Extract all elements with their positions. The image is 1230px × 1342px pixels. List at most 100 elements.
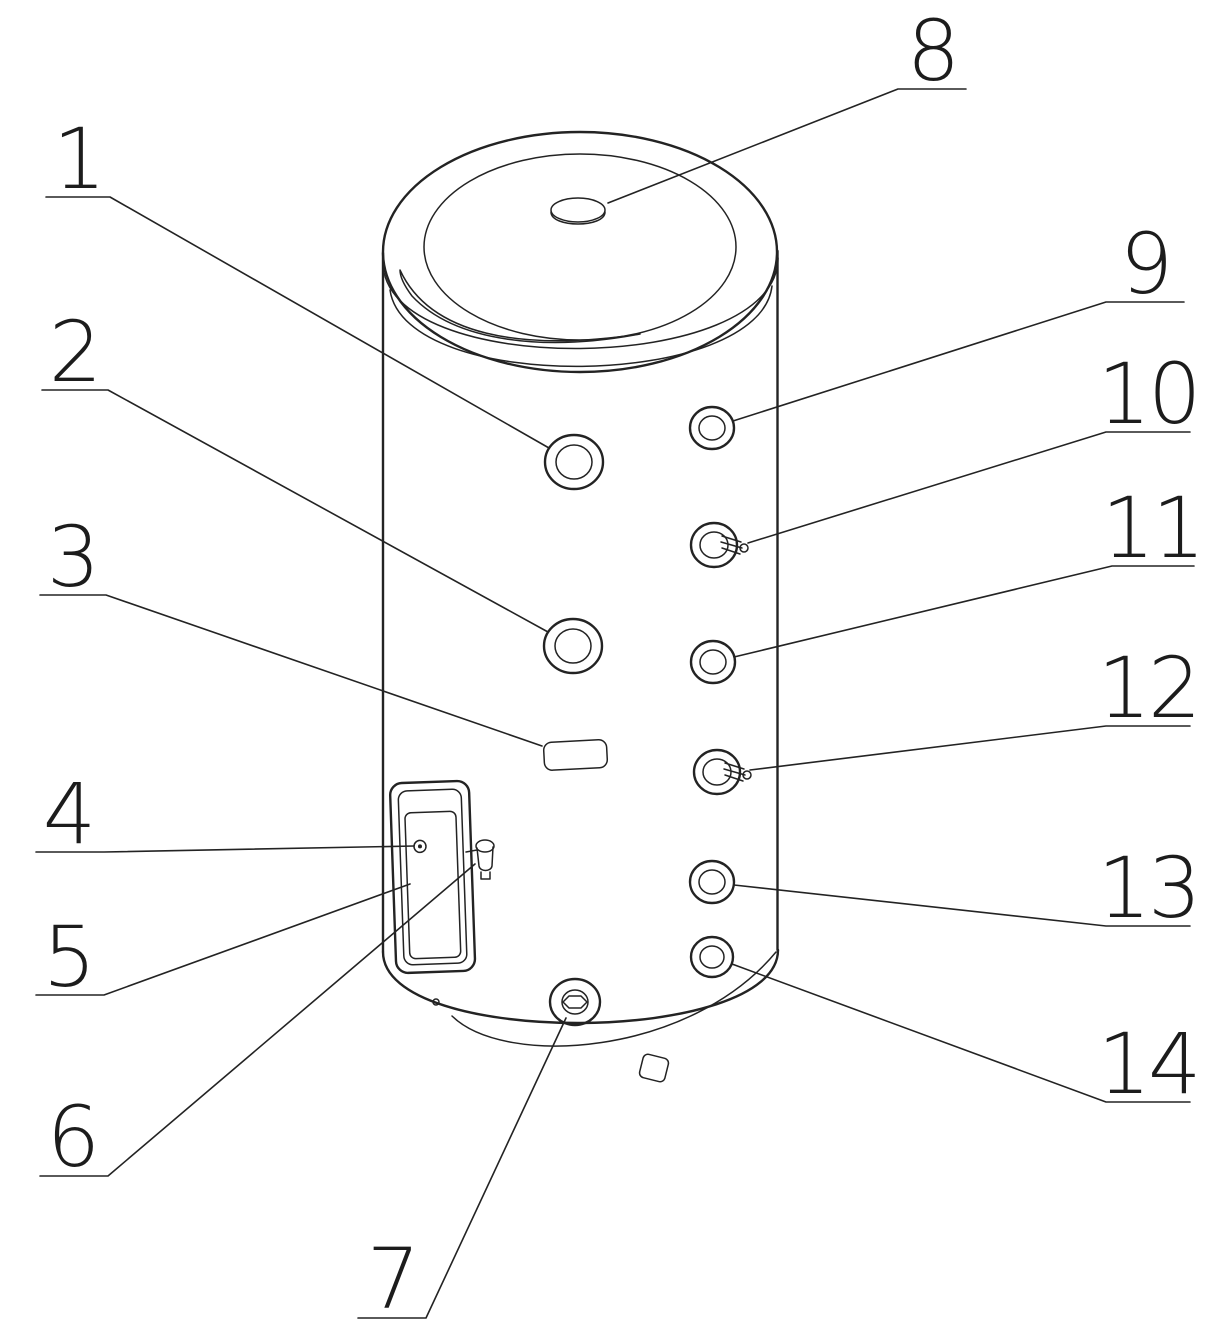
- panel-valve-cap: [475, 839, 495, 853]
- callout-leader-13: [733, 884, 1191, 927]
- callout-9-side-port-top: 9: [732, 215, 1185, 422]
- panel-cover: [397, 788, 468, 966]
- weld-dot: [432, 998, 440, 1006]
- lid-skirt-lower: [389, 285, 773, 368]
- base-rim: [451, 951, 777, 1047]
- callout-number-14: 14: [1098, 1015, 1199, 1113]
- cap-top: [550, 197, 606, 223]
- callout-leader-1: [45, 196, 550, 449]
- panel-valve-body: [476, 846, 494, 872]
- front-port-upper-flange: [543, 433, 605, 491]
- callout-1-front-port-upper: 1: [45, 110, 550, 449]
- panel-screw-center: [417, 844, 422, 849]
- callout-leader-9: [732, 301, 1185, 422]
- side-port-bottom-opening: [699, 945, 725, 969]
- side-valve-upper-threads: [720, 535, 743, 555]
- side-valve-upper-tip: [739, 543, 749, 553]
- front-port-lower-flange: [542, 617, 604, 675]
- callout-leader-2: [41, 389, 549, 633]
- base-foot: [638, 1053, 670, 1083]
- callout-leader-10: [747, 431, 1191, 544]
- callout-3-rating-label: 3: [39, 508, 543, 747]
- callout-7-bottom-port: 7: [357, 1017, 567, 1328]
- callout-number-11: 11: [1102, 479, 1203, 577]
- side-port-bottom: [689, 935, 735, 979]
- callout-number-12: 12: [1098, 639, 1199, 737]
- top-cap: [550, 197, 606, 225]
- callout-leader-12: [749, 725, 1191, 771]
- tank-base: [432, 951, 777, 1083]
- callout-leader-11: [733, 565, 1195, 658]
- callout-10-side-valve-upper: 10: [747, 345, 1201, 544]
- tank-lid: [381, 130, 779, 374]
- callout-number-5: 5: [43, 908, 93, 1006]
- callout-leader-14: [731, 963, 1191, 1103]
- panel-face: [404, 810, 462, 960]
- cap-side: [550, 211, 606, 225]
- side-valve-upper: [689, 521, 749, 569]
- callout-leader-4: [35, 845, 415, 853]
- callout-leader-5: [35, 883, 411, 996]
- side-valve-lower: [692, 748, 752, 796]
- callout-6-panel-valve: 6: [39, 863, 476, 1186]
- side-port-middle-flange: [689, 639, 737, 685]
- callout-number-6: 6: [47, 1088, 97, 1186]
- front-port-upper: [543, 433, 605, 491]
- bottom-port-opening: [561, 989, 589, 1015]
- panel-outer: [388, 779, 477, 975]
- panel-valve: [465, 839, 495, 880]
- side-port-middle-opening: [699, 649, 727, 675]
- side-valve-lower-flange: [692, 748, 742, 796]
- callout-11-side-port-middle: 11: [733, 479, 1205, 658]
- callout-13-side-port-lower: 13: [733, 839, 1201, 937]
- callout-number-10: 10: [1098, 345, 1199, 443]
- side-port-bottom-flange: [689, 935, 735, 979]
- panel-valve-outlet: [480, 871, 491, 880]
- callout-number-1: 1: [53, 110, 103, 208]
- panel-valve-stem: [465, 849, 478, 853]
- bottom-port-hex-plug: [562, 995, 588, 1009]
- front-port-upper-opening: [555, 444, 593, 480]
- side-port-middle: [689, 639, 737, 685]
- callout-leader-7: [357, 1017, 567, 1319]
- callout-number-7: 7: [367, 1230, 417, 1328]
- callout-8-top-cap: 8: [607, 2, 967, 204]
- lid-skirt-upper: [382, 257, 779, 350]
- side-port-lower-flange: [688, 859, 736, 905]
- rating-label: [542, 739, 609, 771]
- lid-inner-edge: [423, 153, 737, 341]
- bottom-port: [548, 977, 602, 1027]
- side-valve-lower-tip: [742, 770, 752, 780]
- callout-number-13: 13: [1098, 839, 1199, 937]
- front-port-lower-opening: [554, 628, 592, 664]
- side-valve-upper-base: [699, 531, 729, 559]
- bottom-port-flange: [548, 977, 602, 1027]
- callout-12-side-valve-lower: 12: [749, 639, 1201, 771]
- callout-number-8: 8: [907, 2, 957, 100]
- side-port-lower: [688, 859, 736, 905]
- callout-14-side-port-bottom: 14: [731, 963, 1201, 1113]
- callout-number-4: 4: [43, 765, 93, 863]
- side-valve-lower-base: [702, 758, 732, 786]
- side-valve-upper-flange: [689, 521, 739, 569]
- side-port-top-flange: [688, 405, 736, 451]
- callout-number-3: 3: [47, 508, 97, 606]
- lid-notch: [399, 269, 641, 344]
- side-port-top: [688, 405, 736, 451]
- callout-2-front-port-lower: 2: [41, 303, 549, 633]
- tank-body: [381, 249, 780, 1025]
- callout-5-panel-cover: 5: [35, 883, 411, 1006]
- side-port-lower-opening: [698, 869, 726, 895]
- lid-outer-edge: [381, 130, 779, 374]
- callout-4-panel-screw: 4: [35, 765, 415, 863]
- side-port-top-opening: [698, 415, 726, 441]
- callout-leader-3: [39, 594, 543, 747]
- callout-number-9: 9: [1120, 215, 1170, 313]
- access-panel: [388, 779, 477, 975]
- callout-leader-8: [607, 88, 967, 204]
- front-port-lower: [542, 617, 604, 675]
- side-valve-lower-threads: [723, 762, 746, 782]
